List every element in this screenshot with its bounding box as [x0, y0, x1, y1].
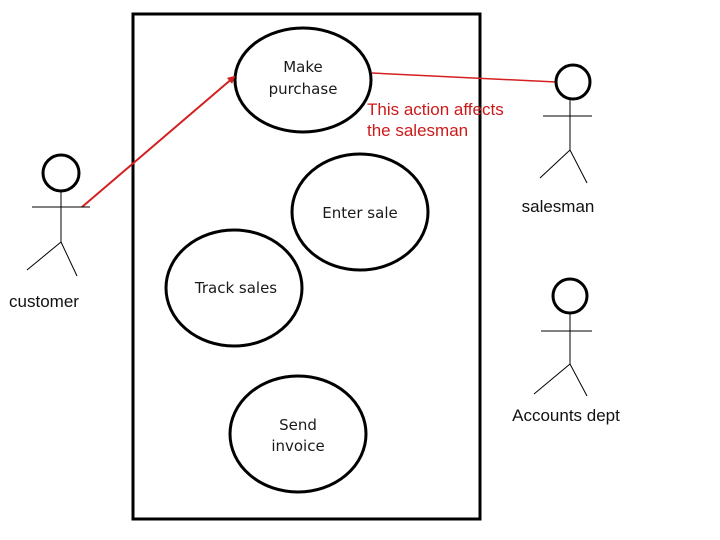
- salesman-association-line: [371, 72, 557, 83]
- note-text: This action affects: [367, 100, 504, 119]
- actor-left-leg: [539, 149, 571, 179]
- use-case-label: Send: [279, 416, 317, 434]
- use-case-label: invoice: [271, 437, 324, 455]
- use-case-label: Make: [283, 58, 323, 76]
- use-case-label: Track sales: [194, 279, 277, 297]
- actor-left-leg: [533, 363, 571, 395]
- use-case-track-sales: Track sales: [164, 228, 304, 348]
- actor-head: [554, 63, 592, 101]
- use-case-ellipse: [290, 152, 430, 272]
- use-case-label: purchase: [269, 80, 338, 98]
- actor-left-leg: [26, 241, 62, 271]
- actor-salesman: [539, 63, 592, 184]
- use-case-label: Enter sale: [322, 204, 397, 222]
- customer-association-arrow: [81, 75, 236, 208]
- actor-right-leg: [569, 149, 588, 184]
- actor-label-accounts-dept: Accounts dept: [512, 406, 620, 425]
- actor-right-leg: [60, 241, 78, 277]
- use-case-enter-sale: Enter sale: [290, 152, 430, 272]
- actor-label-customer: customer: [9, 292, 79, 311]
- note-text: the salesman: [367, 121, 468, 140]
- actor-head: [41, 153, 81, 193]
- system-boundary: [131, 12, 482, 521]
- actor-label-salesman: salesman: [522, 197, 595, 216]
- use-case-ellipse: [164, 228, 304, 348]
- use-case-ellipse: [228, 374, 368, 494]
- use-case-make-purchase: Make purchase: [233, 26, 373, 134]
- actor-accounts-dept: [533, 277, 592, 397]
- use-case-send-invoice: Send invoice: [228, 374, 368, 494]
- actor-customer: [26, 153, 90, 277]
- actor-head: [551, 277, 589, 315]
- actor-right-leg: [569, 363, 588, 397]
